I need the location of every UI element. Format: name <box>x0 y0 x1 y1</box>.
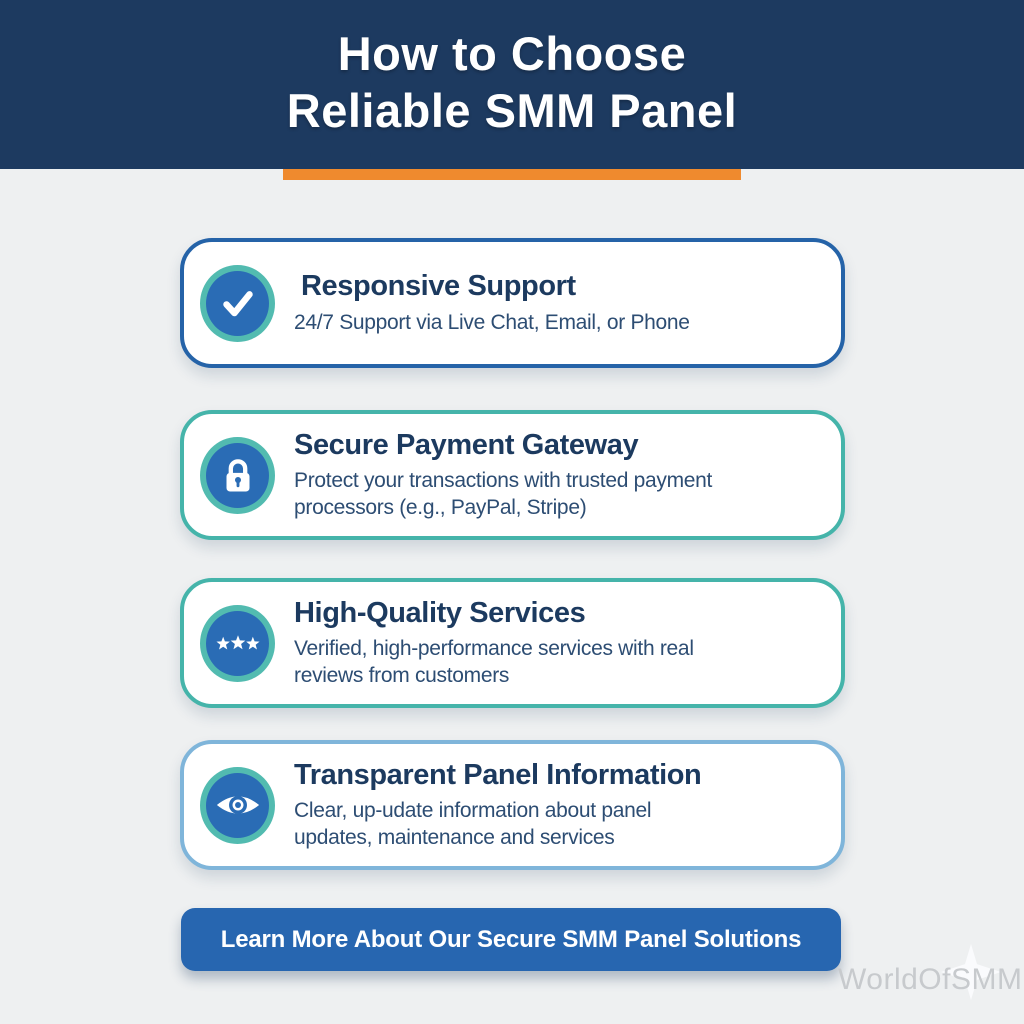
watermark-text: WorldOfSMM <box>838 963 1023 996</box>
header-accent-bar <box>283 169 741 180</box>
card-text-block: Secure Payment Gateway Protect your tran… <box>294 429 728 522</box>
card-description: 24/7 Support via Live Chat, Email, or Ph… <box>294 310 690 334</box>
page-title-line1: How to Choose <box>337 27 687 80</box>
card-text-block: Transparent Panel Information Clear, up-… <box>294 759 717 852</box>
card-title: Responsive Support <box>301 270 576 303</box>
check-icon <box>200 264 275 342</box>
page-title: How to Choose Reliable SMM Panel <box>0 0 1024 139</box>
page-title-line2: Reliable SMM Panel <box>286 84 738 137</box>
eye-icon <box>200 766 275 844</box>
card-high-quality-services: High-Quality Services Verified, high-per… <box>180 578 845 708</box>
card-title: Secure Payment Gateway <box>294 428 639 461</box>
card-description: Verified, high-performance services with… <box>294 636 694 688</box>
learn-more-button[interactable]: Learn More About Our Secure SMM Panel So… <box>181 908 841 971</box>
card-responsive-support: Responsive Support 24/7 Support via Live… <box>180 238 845 368</box>
card-secure-payment-gateway: Secure Payment Gateway Protect your tran… <box>180 410 845 540</box>
stars-icon <box>200 604 275 682</box>
card-transparent-panel-information: Transparent Panel Information Clear, up-… <box>180 740 845 870</box>
card-text-block: Responsive Support 24/7 Support via Live… <box>294 270 706 336</box>
card-title: High-Quality Services <box>294 596 586 629</box>
card-description: Clear, up-udate information about panel … <box>294 798 652 850</box>
card-title: Transparent Panel Information <box>294 758 702 791</box>
lock-icon <box>200 436 275 514</box>
header-banner: How to Choose Reliable SMM Panel <box>0 0 1024 169</box>
card-description: Protect your transactions with trusted p… <box>294 468 713 520</box>
card-text-block: High-Quality Services Verified, high-per… <box>294 597 710 690</box>
